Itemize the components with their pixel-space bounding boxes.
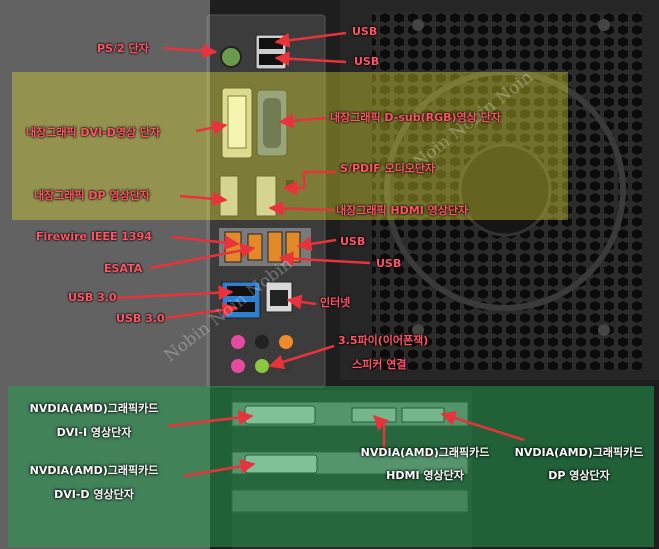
arrow-usb3-1 <box>115 285 234 301</box>
label-ps2: PS/2 단자 <box>97 42 149 55</box>
arrow-gpu-hdmi <box>372 414 389 450</box>
label-usb-top1: USB <box>352 25 378 38</box>
label-audio-line1: 3.5파이(이어폰잭) <box>338 334 429 347</box>
arrow-dvi-internal <box>195 120 228 136</box>
firewire-port <box>224 231 242 263</box>
arrow-gpu-dvi-i <box>167 410 254 428</box>
arrow-usb3-2 <box>165 302 238 320</box>
label-usb-mid2: USB <box>376 257 402 270</box>
arrow-usb-top1 <box>274 31 347 48</box>
label-audio-line2: 스피커 연결 <box>352 358 407 371</box>
arrow-ps2 <box>163 43 218 59</box>
label-hdmi-internal: 내장그래픽 HDMI 영상단자 <box>336 204 469 217</box>
arrow-usb-top2 <box>274 51 347 67</box>
label-usb-top2: USB <box>354 55 380 68</box>
arrow-hdmi-internal <box>268 200 335 216</box>
arrow-dp-internal <box>179 191 228 207</box>
label-gpu-dvi-d: NVDIA(AMD)그래픽카드 DVI-D 영상단자 <box>29 464 159 501</box>
arrow-gpu-dp <box>440 410 525 442</box>
label-gpu-hdmi: NVDIA(AMD)그래픽카드 HDMI 영상단자 <box>360 446 490 482</box>
arrow-usb-mid2 <box>278 251 371 267</box>
label-firewire: Firewire IEEE 1394 <box>36 230 152 243</box>
label-lan: 인터넷 <box>320 296 351 309</box>
green-highlight <box>8 386 654 547</box>
arrow-audio <box>268 344 335 370</box>
audio-jack-green <box>255 359 269 373</box>
label-spdif: S/PDIF 오디오단자 <box>340 162 436 175</box>
label-dsub-internal: 내장그래픽 D-sub(RGB)영상 단자 <box>330 111 501 124</box>
label-dvi-d-internal: 내장그래픽 DVI-D영상 단자 <box>26 126 161 139</box>
label-gpu-dvi-i: NVDIA(AMD)그래픽카드 DVI-I 영상단자 <box>29 402 159 439</box>
label-esata: ESATA <box>104 262 143 275</box>
arrow-dsub <box>278 113 327 129</box>
label-dp-internal: 내장그래픽 DP 영상단자 <box>34 189 150 202</box>
arrow-esata <box>149 243 256 270</box>
label-usb3-1: USB 3.0 <box>68 291 117 304</box>
arrow-lan <box>286 294 317 310</box>
esata-port <box>247 233 263 261</box>
arrow-gpu-dvi-d <box>183 458 256 478</box>
arrow-usb-mid1 <box>296 236 337 252</box>
arrow-firewire <box>171 235 240 251</box>
label-gpu-dp: NVDIA(AMD)그래픽카드 DP 영상단자 <box>514 446 644 482</box>
arrow-spdif <box>282 170 336 196</box>
label-usb3-2: USB 3.0 <box>116 312 165 325</box>
label-usb-mid1: USB <box>340 235 366 248</box>
ps2-port <box>220 46 242 68</box>
